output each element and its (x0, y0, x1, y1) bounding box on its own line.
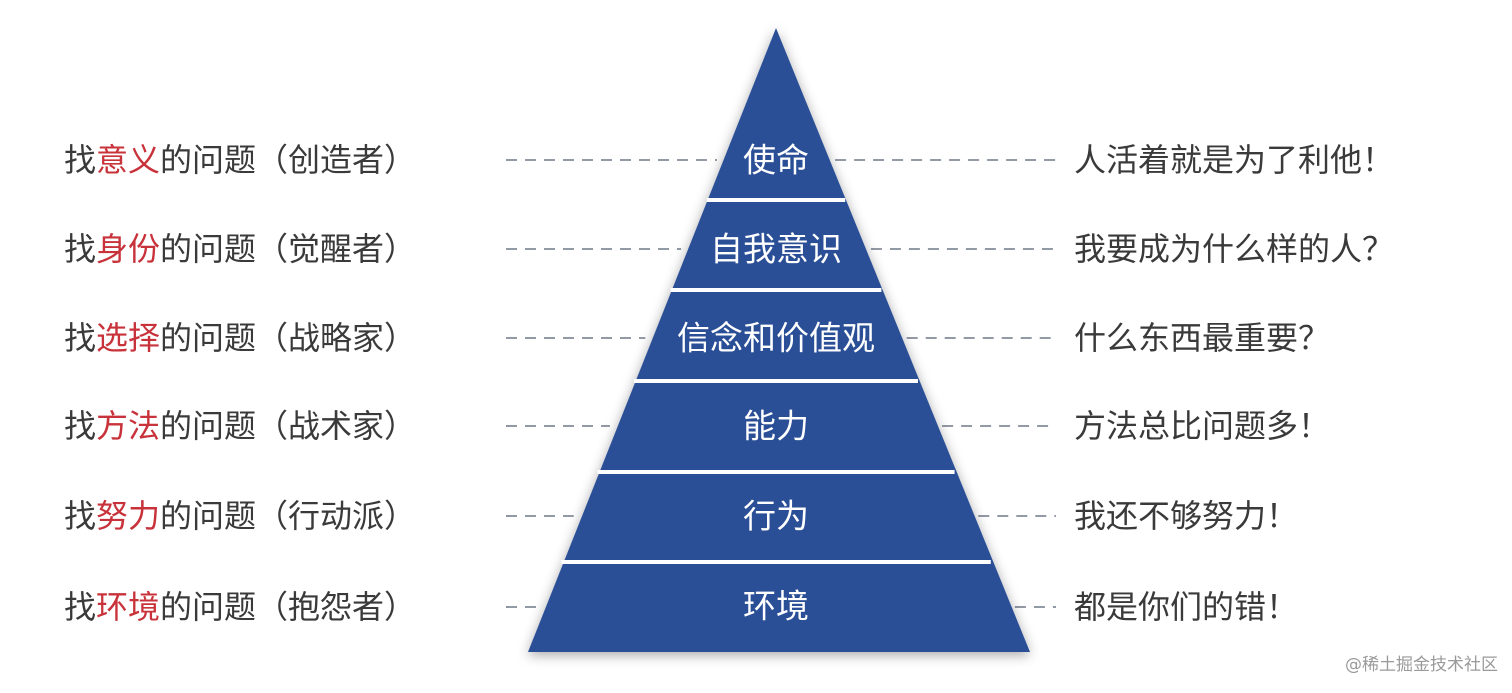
left-text-suffix: 的问题（行动派） (160, 497, 417, 535)
left-text-suffix: 的问题（战术家） (160, 407, 417, 445)
pyramid-dividers (561, 198, 991, 564)
left-text-highlight: 努力 (96, 497, 161, 535)
left-text-suffix: 的问题（觉醒者） (160, 230, 417, 268)
pyramid-level-label: 能力 (743, 407, 809, 446)
watermark: @稀土掘金技术社区 (1345, 655, 1498, 675)
left-question-text: 找环境的问题（抱怨者） (64, 587, 416, 627)
left-question-text: 找意义的问题（创造者） (64, 140, 416, 180)
pyramid-level-label: 自我意识 (710, 230, 842, 269)
left-text-highlight: 意义 (96, 141, 161, 179)
left-text-prefix: 找 (64, 141, 97, 179)
left-text-highlight: 环境 (96, 588, 161, 626)
left-text-prefix: 找 (64, 407, 97, 445)
left-text-suffix: 的问题（战略家） (160, 319, 417, 357)
left-text-prefix: 找 (64, 588, 97, 626)
pyramid-level-label: 信念和价值观 (677, 319, 875, 358)
pyramid-level-label: 使命 (743, 141, 809, 180)
pyramid-level-label: 环境 (743, 587, 809, 626)
pyramid-level-label: 行为 (743, 497, 809, 536)
connector-lines (506, 159, 1056, 608)
left-text-suffix: 的问题（抱怨者） (160, 588, 417, 626)
left-text-highlight: 身份 (96, 230, 161, 268)
right-answer-text: 都是你们的错！ (1074, 588, 1299, 626)
right-answer-text: 人活着就是为了利他！ (1074, 141, 1395, 179)
left-question-text: 找选择的问题（战略家） (64, 318, 416, 358)
right-answer-text: 方法总比问题多！ (1074, 407, 1331, 445)
left-text-prefix: 找 (64, 230, 97, 268)
left-text-suffix: 的问题（创造者） (160, 141, 417, 179)
left-question-text: 找方法的问题（战术家） (64, 406, 416, 446)
pyramid-shape (528, 28, 1030, 652)
left-text-highlight: 方法 (96, 407, 161, 445)
left-text-highlight: 选择 (96, 319, 161, 357)
left-question-text: 找身份的问题（觉醒者） (64, 229, 416, 269)
left-text-prefix: 找 (64, 319, 97, 357)
left-text-prefix: 找 (64, 497, 97, 535)
right-answer-text: 我还不够努力！ (1074, 497, 1299, 535)
right-answer-text: 什么东西最重要？ (1074, 319, 1331, 357)
right-answer-text: 我要成为什么样的人？ (1074, 230, 1395, 268)
left-question-text: 找努力的问题（行动派） (64, 496, 416, 536)
